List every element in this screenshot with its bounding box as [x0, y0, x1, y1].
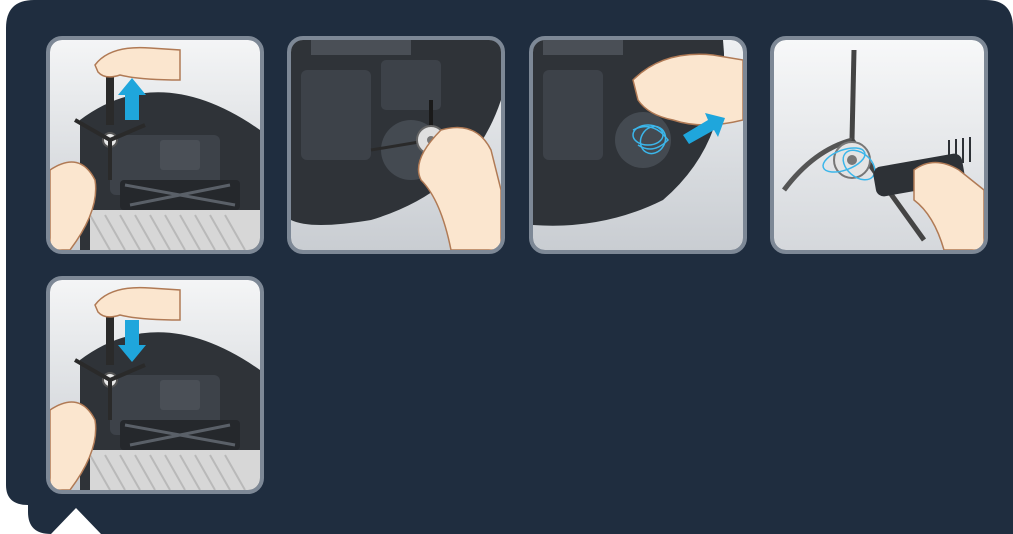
step-5-reinstall-side-brush [46, 276, 264, 494]
side-brush-hand-held-icon [291, 40, 501, 250]
step-3-remove-debris [529, 36, 747, 254]
instruction-panel [6, 0, 1013, 534]
clean-brush-with-tool-icon [774, 40, 984, 250]
remove-tangled-hair-icon [533, 40, 743, 250]
reinstall-side-brush-icon [50, 280, 260, 490]
remove-side-brush-icon [50, 40, 260, 250]
step-4-clean-side-brush [770, 36, 988, 254]
step-1-remove-side-brush [46, 36, 264, 254]
step-2-side-brush-removed [287, 36, 505, 254]
